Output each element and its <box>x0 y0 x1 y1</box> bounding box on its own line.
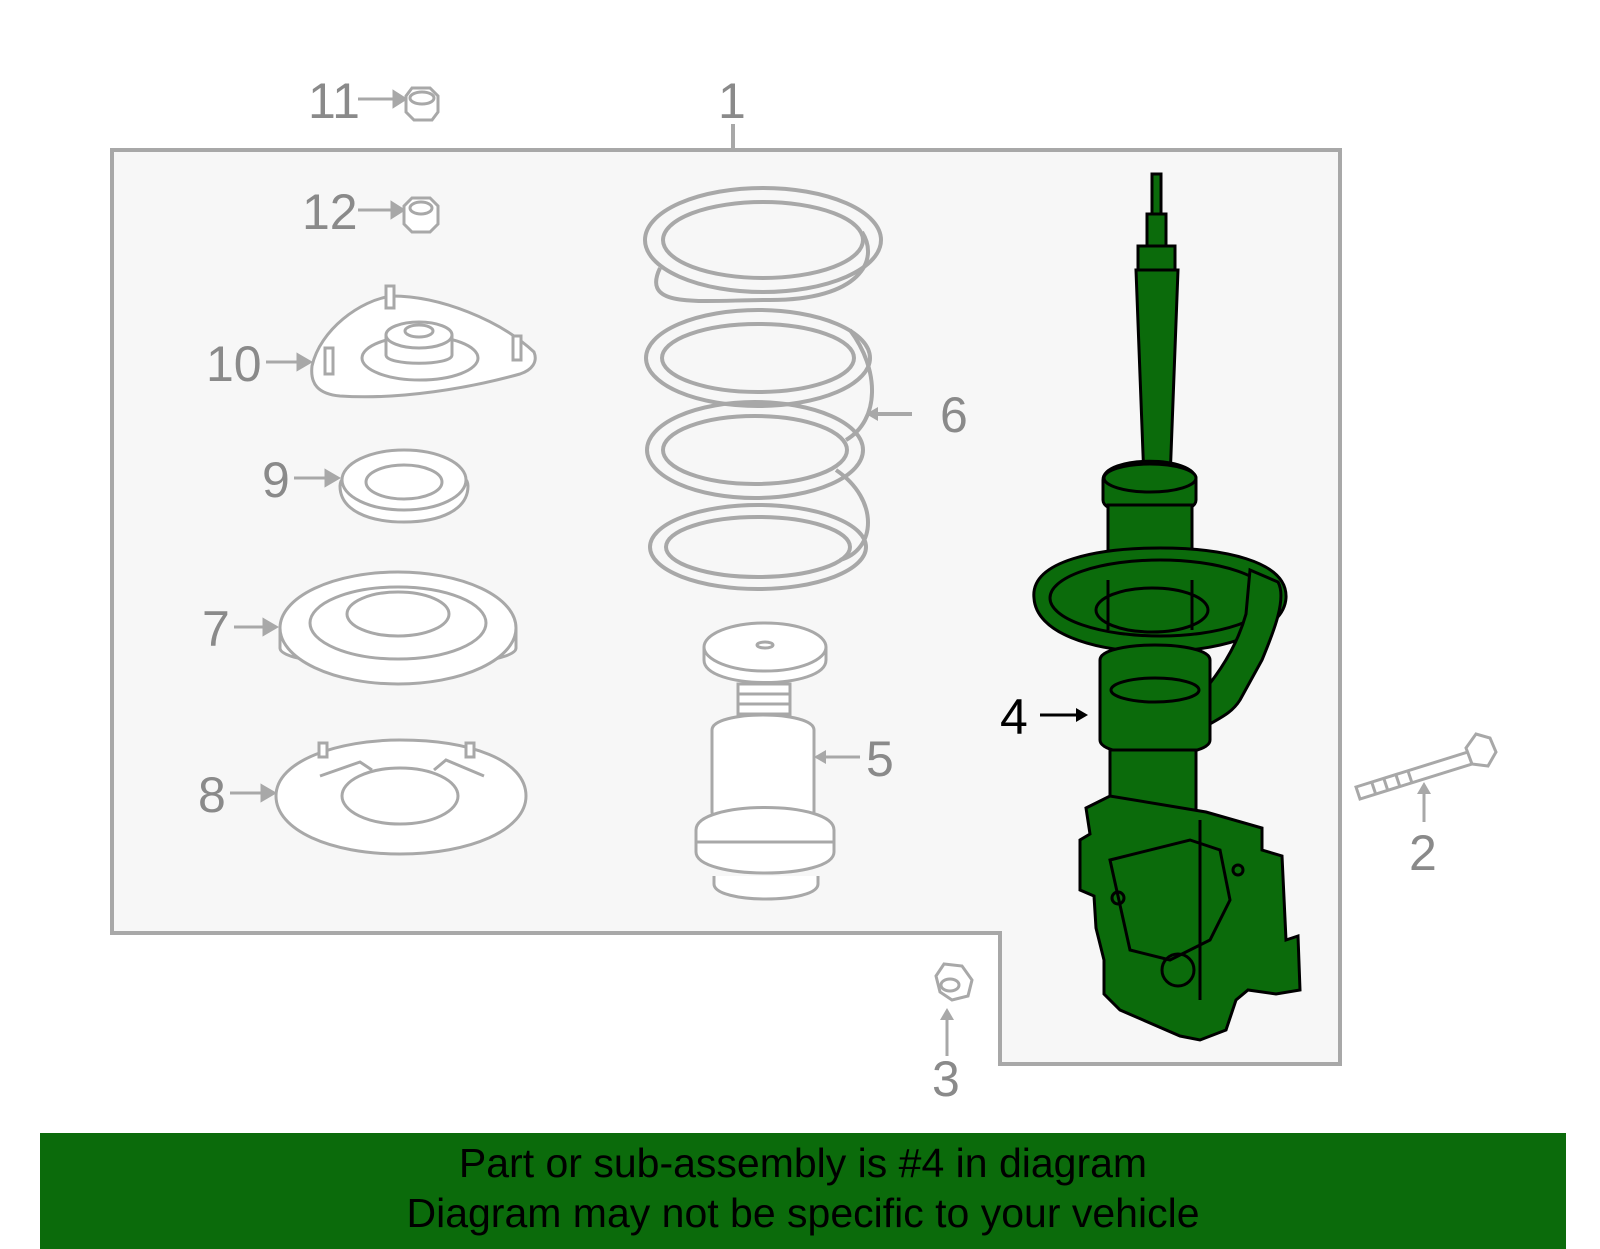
callout-10[interactable]: 10 <box>206 336 262 392</box>
part-3-nut[interactable] <box>934 962 974 1056</box>
callout-8[interactable]: 8 <box>198 767 226 823</box>
part-10-upper-mount[interactable] <box>266 284 537 399</box>
part-11-nut[interactable] <box>358 86 440 122</box>
part-9-bearing[interactable] <box>294 448 470 524</box>
part-6-coil-spring[interactable] <box>643 186 912 591</box>
part-8-spring-seat[interactable] <box>230 738 528 856</box>
callout-3[interactable]: 3 <box>932 1051 960 1107</box>
callout-11[interactable]: 11 <box>308 73 360 129</box>
footer-line-disclaimer: Diagram may not be specific to your vehi… <box>406 1190 1200 1236</box>
arrow-4 <box>1076 708 1088 722</box>
footer-banner: Part or sub-assembly is #4 in diagram Di… <box>40 1133 1566 1249</box>
arrow-6 <box>866 407 878 421</box>
callout-1[interactable]: 1 <box>718 73 746 129</box>
callout-12[interactable]: 12 <box>302 184 358 240</box>
callout-2[interactable]: 2 <box>1409 825 1437 881</box>
arrow-2 <box>1417 782 1431 794</box>
arrow-5 <box>814 750 826 764</box>
arrow-3 <box>940 1008 954 1020</box>
callout-7[interactable]: 7 <box>202 601 230 657</box>
callout-6[interactable]: 6 <box>940 387 968 443</box>
part-7-insulator[interactable] <box>234 570 518 686</box>
part-5-bump-stop[interactable] <box>694 621 860 901</box>
callout-4[interactable]: 4 <box>1000 689 1028 745</box>
part-12-nut[interactable] <box>358 196 440 234</box>
callout-9[interactable]: 9 <box>262 452 290 508</box>
callout-5[interactable]: 5 <box>866 731 894 787</box>
part-4-strut[interactable] <box>1032 172 1302 1042</box>
part-2-bolt[interactable] <box>1354 732 1498 822</box>
footer-line-part-info: Part or sub-assembly is #4 in diagram <box>458 1140 1148 1186</box>
